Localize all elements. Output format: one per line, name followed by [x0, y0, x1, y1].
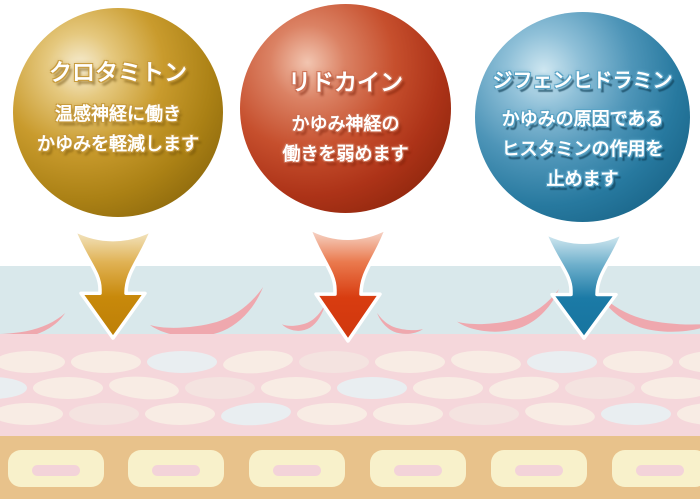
- ingredient-description-line: かゆみの原因である: [501, 109, 664, 130]
- ingredient-bubble-diphenhydramine: ジフェンヒドラミン かゆみの原因である ヒスタミンの作用を 止めます: [475, 12, 690, 222]
- ingredient-description-line: 止めます: [546, 169, 619, 190]
- skin-cell: [33, 377, 103, 399]
- skin-cell: [221, 402, 291, 426]
- bubble-text-block: ジフェンヒドラミン かゆみの原因である ヒスタミンの作用を 止めます: [475, 65, 690, 195]
- skin-cell: [71, 351, 141, 373]
- skin-cell: [527, 351, 597, 373]
- down-arrow-shape: [543, 231, 625, 340]
- skin-cell: [337, 377, 407, 399]
- basal-cell-nucleus: [152, 465, 200, 476]
- basal-layer: [0, 436, 700, 499]
- skin-flake: [150, 287, 264, 337]
- penetration-arrow-diphenhydramine: [543, 231, 625, 340]
- penetration-arrow-lidocaine: [307, 226, 389, 343]
- skin-cell: [373, 403, 443, 425]
- skin-cell: [109, 376, 179, 400]
- ingredient-bubble-lidocaine: リドカイン かゆみ神経の 働きを弱めます: [240, 4, 451, 213]
- skin-cell: [0, 351, 65, 373]
- skin-flake: [597, 291, 700, 332]
- skin-flake: [282, 303, 326, 331]
- skin-cell: [451, 350, 521, 374]
- ingredient-name: リドカイン: [288, 69, 403, 96]
- basal-cell-nucleus: [273, 465, 321, 476]
- skin-cell: [145, 403, 215, 425]
- skin-cell: [69, 403, 139, 425]
- basal-cells: [8, 450, 700, 487]
- skin-cell: [147, 351, 217, 373]
- skin-cell: [0, 403, 63, 425]
- ingredient-description: かゆみの原因である ヒスタミンの作用を 止めます: [475, 105, 690, 195]
- basal-cell-nucleus: [515, 465, 563, 476]
- down-arrow-shape: [307, 226, 389, 343]
- skin-cell: [299, 351, 369, 373]
- skin-cell: [677, 403, 700, 425]
- skin-cell: [223, 350, 293, 374]
- ingredient-description-line: ヒスタミンの作用を: [501, 139, 664, 160]
- bubble-text-block: リドカイン かゆみ神経の 働きを弱めます: [240, 68, 451, 170]
- skin-cell: [0, 377, 27, 399]
- skin-cell: [603, 351, 673, 373]
- basal-cell-nucleus: [32, 465, 80, 476]
- ingredient-description: かゆみ神経の 働きを弱めます: [240, 110, 451, 170]
- skin-cell: [261, 377, 331, 399]
- ingredient-description-line: かゆみ神経の: [291, 113, 400, 135]
- ingredient-bubble-crotamiton: クロタミトン 温感神経に働き かゆみを軽減します: [13, 8, 223, 217]
- ingredient-description-line: 温感神経に働き: [55, 103, 181, 125]
- ingredient-name: ジフェンヒドラミン: [492, 68, 673, 92]
- skin-cell: [679, 351, 700, 373]
- ingredient-description-line: かゆみを軽減します: [37, 133, 199, 155]
- ingredient-description: 温感神経に働き かゆみを軽減します: [13, 100, 223, 160]
- basal-cell-nucleus: [394, 465, 442, 476]
- penetration-arrow-crotamiton: [72, 228, 154, 340]
- down-arrow-shape: [72, 228, 154, 340]
- ingredient-description-line: 働きを弱めます: [282, 143, 409, 165]
- skin-cells: [0, 350, 700, 426]
- skin-cell: [641, 377, 700, 399]
- skin-cell: [297, 403, 367, 425]
- skin-cell: [601, 403, 671, 425]
- skin-cell: [413, 377, 483, 399]
- basal-cell-nucleus: [636, 465, 684, 476]
- skin-cell: [185, 377, 255, 399]
- skin-cell: [375, 351, 445, 373]
- bubble-text-block: クロタミトン 温感神経に働き かゆみを軽減します: [13, 58, 223, 160]
- ingredient-name: クロタミトン: [49, 59, 187, 86]
- skin-cell: [565, 377, 635, 399]
- skin-flake: [457, 289, 559, 332]
- skin-cell: [489, 376, 559, 400]
- skin-cell: [525, 402, 595, 426]
- skin-cell: [449, 403, 519, 425]
- skin-flake: [377, 313, 423, 334]
